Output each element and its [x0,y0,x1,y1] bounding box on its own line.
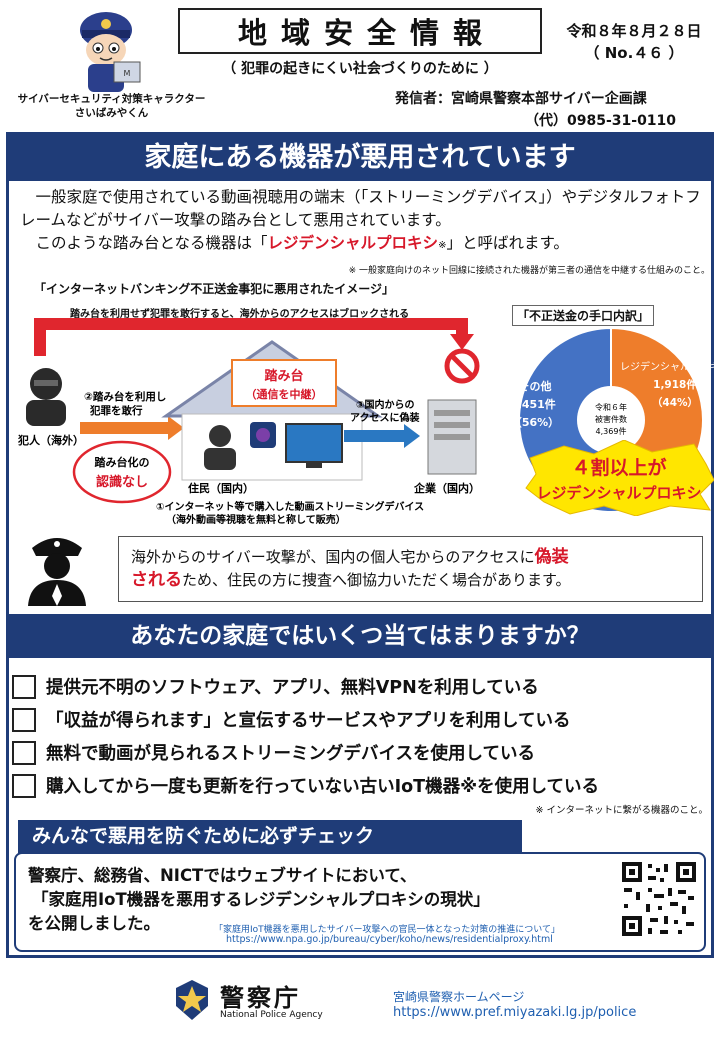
server-icon [427,399,477,475]
pie-chart-title: 「不正送金の手口内訳」 [512,305,655,326]
pie-slice-label-percent-0: （44%） [652,396,698,409]
callout-line2: レジデンシャルプロキシ [536,484,701,502]
checklist: 提供元不明のソフトウェア、アプリ、無料VPNを利用している 「収益が得られます」… [12,670,712,802]
intro-note-mark: ※ [438,240,447,251]
unaware-bubble [72,440,172,504]
checklist-checkbox-2[interactable] [12,707,36,732]
website-line1: 警察庁、総務省、NICTではウェブサイトにおいて、 [28,866,417,885]
mascot-caption-line1: サイバーセキュリティ対策キャラクター [17,93,206,105]
checklist-item: 無料で動画が見られるストリーミングデバイスを使用している [12,736,712,769]
intro-line2: このような踏み台となる機器は「レジデンシャルプロキシ※」と呼ばれます。 [20,232,708,257]
mascot-illustration: M [80,12,141,92]
police-notice-box: 海外からのサイバー攻撃が、国内の個人宅からのアクセスに偽装されるため、住民の方に… [118,536,703,602]
pie-slice-label-value-1: 2451件 [514,397,556,411]
pref-police-homepage-url[interactable]: https://www.pref.miyazaki.lg.jp/police [393,1005,637,1020]
checklist-checkbox-4[interactable] [12,773,36,798]
company-label: 企業（国内） [413,481,480,495]
issue-date-text: 令和８年８月２８日 [566,22,702,40]
blocked-route-arrow [34,318,468,356]
pref-police-homepage-title[interactable]: 宮崎県警察ホームページ [393,990,525,1004]
intro-line1: 一般家庭で使用されている動画視聴用の端末（「ストリーミングデバイス」）やデジタル… [20,188,701,229]
checklist-item: 購入してから一度も更新を行っていない古いIoT機器※を使用している [12,769,712,802]
checklist-text-1: 提供元不明のソフトウェア、アプリ、無料VPNを利用している [46,678,539,698]
callout-line1: ４割以上が [571,456,666,479]
pie-center-line1: 令和６年 [595,402,627,412]
unaware-line1: 踏み台化の [95,455,150,469]
page-title-box: 地域安全情報 [178,8,542,54]
police-notice-red2: される [131,570,182,590]
prohibited-icon [444,348,480,384]
stepping-stone-label: 踏み台 [264,368,303,384]
svg-text:M: M [124,69,131,78]
checklist-item: 提供元不明のソフトウェア、アプリ、無料VPNを利用している [12,670,712,703]
mascot-caption: サイバーセキュリティ対策キャラクター さいばみやくん [4,92,219,120]
police-notice-pre: 海外からのサイバー攻撃が、国内の個人宅からのアクセスに [131,548,535,566]
page-subtitle: （ 犯罪の起きにくい社会づくりのために ） [222,61,498,77]
checklist-item: 「収益が得られます」と宣伝するサービスやアプリを利用している [12,703,712,736]
tv-device-icon [285,423,343,468]
intro-text: 一般家庭で使用されている動画視聴用の端末（「ストリーミングデバイス」）やデジタル… [20,186,708,257]
step3-line1: ③国内からの [356,398,414,411]
residential-proxy-term: レジデンシャルプロキシ [267,234,439,252]
police-notice-post: ため、住民の方に捜査へ御協力いただく場合があります。 [182,571,571,589]
resident-label: 住民（国内） [188,481,254,495]
publisher-info: 発信者：宮崎県警察本部サイバー企画課 （代）0985-31-0110 [395,88,715,132]
step3-line2: アクセスに偽装 [350,411,420,424]
checklist-text-3: 無料で動画が見られるストリーミングデバイスを使用している [46,744,535,764]
criminal-icon [26,368,66,426]
main-frame [6,132,714,958]
website-line2: 「家庭用IoT機器を悪用するレジデンシャルプロキシの現状」 [32,890,490,909]
blocked-route-label: 踏み台を利用せず犯罪を敢行すると、海外からのアクセスはブロックされる [70,307,409,320]
relay-label: （通信を中継） [246,387,323,401]
qr-code-icon[interactable] [620,860,698,938]
step1-line1: ①インターネット等で購入した動画ストリーミングデバイス [156,500,424,513]
issue-number: （ No.４６ ） [584,44,684,62]
checklist-checkbox-3[interactable] [12,740,36,765]
issue-date: 令和８年８月２８日 （ No.４６ ） [552,20,716,64]
publisher-name: 発信者：宮崎県警察本部サイバー企画課 [395,91,647,107]
pie-slice-label-percent-1: （56%） [511,416,559,429]
step2-line2: 犯罪を敢行 [89,404,143,417]
checklist-checkbox-1[interactable] [12,674,36,699]
npa-name: 警察庁 [220,984,301,1012]
police-officer-icon [28,538,86,606]
step1-line2: （海外動画等視聴を無料と称して販売） [166,513,346,526]
residential-proxy-note: ※ 一般家庭向けのネット回線に接続された機器が第三者の通信を中継する仕組みのこと… [348,266,710,276]
pie-center-line2: 被害件数 [595,414,627,424]
attack-diagram: 踏み台を利用せず犯罪を敢行すると、海外からのアクセスはブロックされる 犯人（海外… [17,307,480,526]
pie-callout-starburst: ４割以上が レジデンシャルプロキシ [525,440,714,516]
section3-banner: みんなで悪用を防ぐために必ずチェック [18,820,522,853]
step2-line1: ②踏み台を利用し [84,390,166,403]
iot-note: ※ インターネットに繋がる機器のこと。 [535,805,708,816]
unaware-line2: 認識なし [96,474,148,490]
blocked-route-arrowhead [450,334,474,350]
website-link-url[interactable]: https://www.npa.go.jp/bureau/cyber/koho/… [226,934,553,945]
pie-slice-label-name-0: レジデンシャルプロキシ [620,360,717,373]
npa-name-english: National Police Agency [220,1010,323,1020]
pie-center-total: 4,369件 [596,426,627,436]
diagram-title: 「インターネットバンキング不正送金事犯に悪用されたイメージ」 [34,282,395,296]
page-title: 地域安全情報 [237,16,496,50]
intro-line2-post: 」と呼ばれます。 [446,234,569,252]
website-link-title[interactable]: 「家庭用IoT機器を悪用したサイバー攻撃への官民一体となった対策の推進について」 [214,925,560,935]
virus-icon [250,422,276,448]
website-line3: を公開しました。 [28,914,160,933]
police-notice-red1: 偽装 [534,547,569,567]
resident-icon [204,425,236,470]
checklist-text-2: 「収益が得られます」と宣伝するサービスやアプリを利用している [46,711,571,731]
intro-line2-pre: このような踏み台となる機器は「 [35,234,268,252]
section1-banner: 家庭にある機器が悪用されています [9,135,711,181]
checklist-text-4: 購入してから一度も更新を行っていない古いIoT機器※を使用している [46,777,600,797]
stepping-stone-box [231,359,337,407]
pie-slice-label-name-1: その他 [519,379,552,393]
mascot-caption-line2: さいばみやくん [74,107,149,119]
npa-emblem-icon [176,980,208,1020]
section2-banner: あなたの家庭ではいくつ当てはまりますか？ [9,614,711,658]
pie-slice-label-value-0: 1,918件 [653,378,697,391]
publisher-tel: （代）0985-31-0110 [525,113,677,129]
criminal-label: 犯人（海外） [17,433,84,447]
website-info-box: 警察庁、総務省、NICTではウェブサイトにおいて、 「家庭用IoT機器を悪用する… [14,852,706,952]
